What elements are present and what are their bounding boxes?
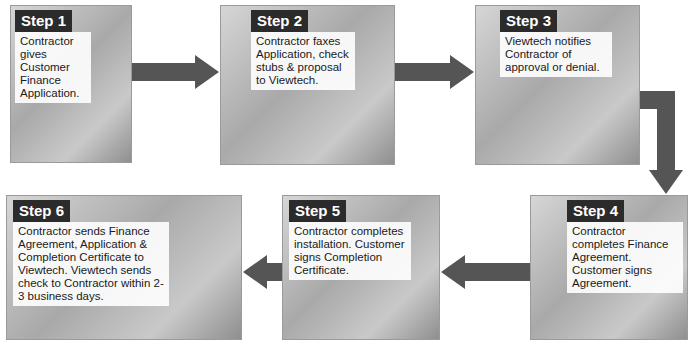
step-heading: Step 1 <box>15 10 72 32</box>
step-panel: Step 6Contractor sends Finance Agreement… <box>6 195 242 340</box>
step-panel: Step 1Contractor gives Customer Finance … <box>10 5 132 163</box>
flow-arrow <box>266 263 282 281</box>
step-panel: Step 5Contractor completes installation.… <box>282 195 440 340</box>
step-panel: Step 4Contractor completes Finance Agree… <box>530 195 688 340</box>
step-heading: Step 4 <box>567 200 624 222</box>
step-heading: Step 2 <box>251 10 308 32</box>
step-description: Contractor completes installation. Custo… <box>289 222 411 280</box>
step-description: Contractor gives Customer Finance Applic… <box>15 32 91 103</box>
step-panel: Step 3Viewtech notifies Contractor of ap… <box>475 5 640 165</box>
step-heading: Step 5 <box>289 200 346 222</box>
step-description: Viewtech notifies Contractor of approval… <box>500 32 612 77</box>
step-heading: Step 3 <box>500 10 557 32</box>
step-description: Contractor faxes Application, check stub… <box>251 32 355 90</box>
flow-arrow <box>640 100 666 171</box>
flow-arrow <box>464 263 530 281</box>
step-heading: Step 6 <box>13 200 70 222</box>
step-description: Contractor completes Finance Agreement. … <box>567 222 683 293</box>
step-panel: Step 2Contractor faxes Application, chec… <box>220 5 395 165</box>
flow-arrow <box>132 63 196 81</box>
step-description: Contractor sends Finance Agreement, Appl… <box>13 222 169 306</box>
flow-arrow <box>395 63 451 81</box>
